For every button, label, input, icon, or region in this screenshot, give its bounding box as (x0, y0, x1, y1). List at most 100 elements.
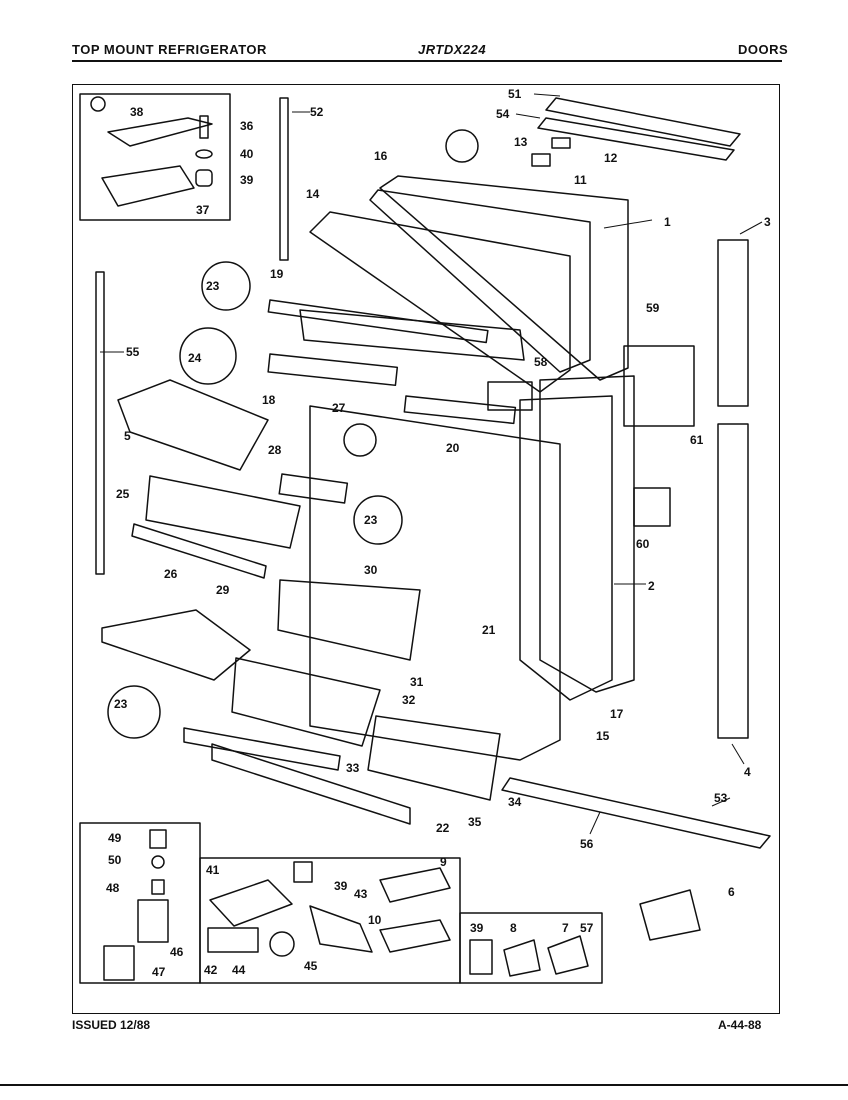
shelf-front-18 (267, 353, 399, 387)
bushing-39-small (469, 939, 493, 975)
light-switch-13 (445, 129, 479, 163)
callout-16: 16 (374, 149, 388, 163)
callout-30: 30 (364, 563, 378, 577)
callout-25: 25 (116, 487, 130, 501)
callout-56: 56 (580, 837, 594, 851)
callout-47: 47 (152, 965, 166, 979)
callout-26: 26 (164, 567, 178, 581)
callout-17: 17 (610, 707, 624, 721)
detail-circle-24 (179, 327, 237, 385)
callout-1: 1 (664, 215, 671, 229)
callout-46: 46 (170, 945, 184, 959)
callout-42: 42 (204, 963, 218, 977)
shelf-rail-33 (183, 727, 341, 771)
handle-trim-51 (545, 97, 741, 147)
callout-11: 11 (574, 173, 587, 187)
door-trim-52 (279, 97, 289, 261)
callout-28: 28 (268, 443, 282, 457)
header-model: JRTDX224 (418, 42, 487, 57)
plate-42 (207, 927, 259, 953)
callout-39-b: 39 (334, 879, 348, 893)
callout-44: 44 (232, 963, 246, 977)
fresh-food-door-outer (539, 375, 635, 693)
bushing-inset-box (459, 912, 603, 984)
door-bin-30 (277, 579, 421, 661)
diagram-frame (72, 84, 780, 1014)
leader-1 (603, 219, 653, 229)
callout-53: 53 (714, 791, 728, 805)
footer-issued: ISSUED 12/88 (72, 1018, 151, 1032)
hinge-cover-4 (717, 423, 749, 739)
callout-50: 50 (108, 853, 122, 867)
hinge-screw-icon (90, 96, 106, 112)
shelf-rail-20 (403, 395, 517, 425)
header-title: TOP MOUNT REFRIGERATOR (72, 42, 267, 57)
callout-40: 40 (240, 147, 254, 161)
callout-49: 49 (108, 831, 122, 845)
callout-37: 37 (196, 203, 210, 217)
door-bin-32 (231, 657, 381, 747)
clip-8 (503, 939, 541, 977)
callout-3: 3 (764, 215, 771, 229)
callout-9: 9 (440, 855, 447, 869)
detail-circle-27 (343, 423, 377, 457)
callout-13: 13 (514, 135, 528, 149)
callout-48: 48 (106, 881, 120, 895)
callout-57: 57 (580, 921, 594, 935)
callout-58: 58 (534, 355, 548, 369)
callout-59: 59 (646, 301, 660, 315)
header-rule (72, 60, 782, 62)
pin-48 (151, 879, 165, 895)
washer-44 (269, 931, 295, 957)
leader-53 (711, 797, 731, 807)
leader-56 (589, 811, 601, 835)
header-section: DOORS (738, 42, 789, 57)
callout-34: 34 (508, 795, 522, 809)
shelf-trim-26 (131, 523, 267, 579)
callout-4: 4 (744, 765, 751, 779)
callout-52: 52 (310, 105, 324, 119)
hinge-pin-inset-box (79, 822, 201, 984)
callout-29: 29 (216, 583, 230, 597)
callout-20: 20 (446, 441, 460, 455)
hinge-47 (103, 945, 135, 981)
callout-39-a: 39 (240, 173, 254, 187)
callout-23-b: 23 (364, 513, 378, 527)
detail-circle-23-mid (353, 495, 403, 545)
detail-circle-23-top (201, 261, 251, 311)
callout-41: 41 (206, 863, 220, 877)
hinge-shim (101, 165, 195, 207)
callout-18: 18 (262, 393, 276, 407)
callout-60: 60 (636, 537, 650, 551)
door-trim-55 (95, 271, 105, 575)
leader-54 (515, 113, 541, 119)
clip-7 (547, 935, 589, 975)
hinge-cover-3 (717, 239, 749, 407)
leader-4 (731, 743, 745, 765)
callout-33: 33 (346, 761, 360, 775)
hinge-pin (199, 115, 209, 139)
plate-10 (379, 919, 451, 953)
callout-2: 2 (648, 579, 655, 593)
dairy-door-5 (117, 379, 269, 471)
detail-circle-23-bottom (107, 685, 161, 739)
callout-10: 10 (368, 913, 382, 927)
fresh-food-door-liner (309, 405, 561, 761)
hinge-block-59 (623, 345, 695, 427)
clip-12 (551, 137, 571, 149)
callout-23-c: 23 (114, 697, 128, 711)
callout-24: 24 (188, 351, 202, 365)
callout-45: 45 (304, 959, 318, 973)
bottom-trim-53 (501, 777, 771, 849)
door-bin-34 (367, 715, 501, 801)
plate-9 (379, 867, 451, 903)
freezer-gasket (369, 189, 591, 373)
callout-8: 8 (510, 921, 517, 935)
washer (195, 149, 213, 159)
bottom-rule (0, 1084, 848, 1086)
callout-14: 14 (306, 187, 320, 201)
callout-55: 55 (126, 345, 140, 359)
bracket-58 (487, 381, 533, 411)
freezer-shelf (299, 309, 525, 361)
